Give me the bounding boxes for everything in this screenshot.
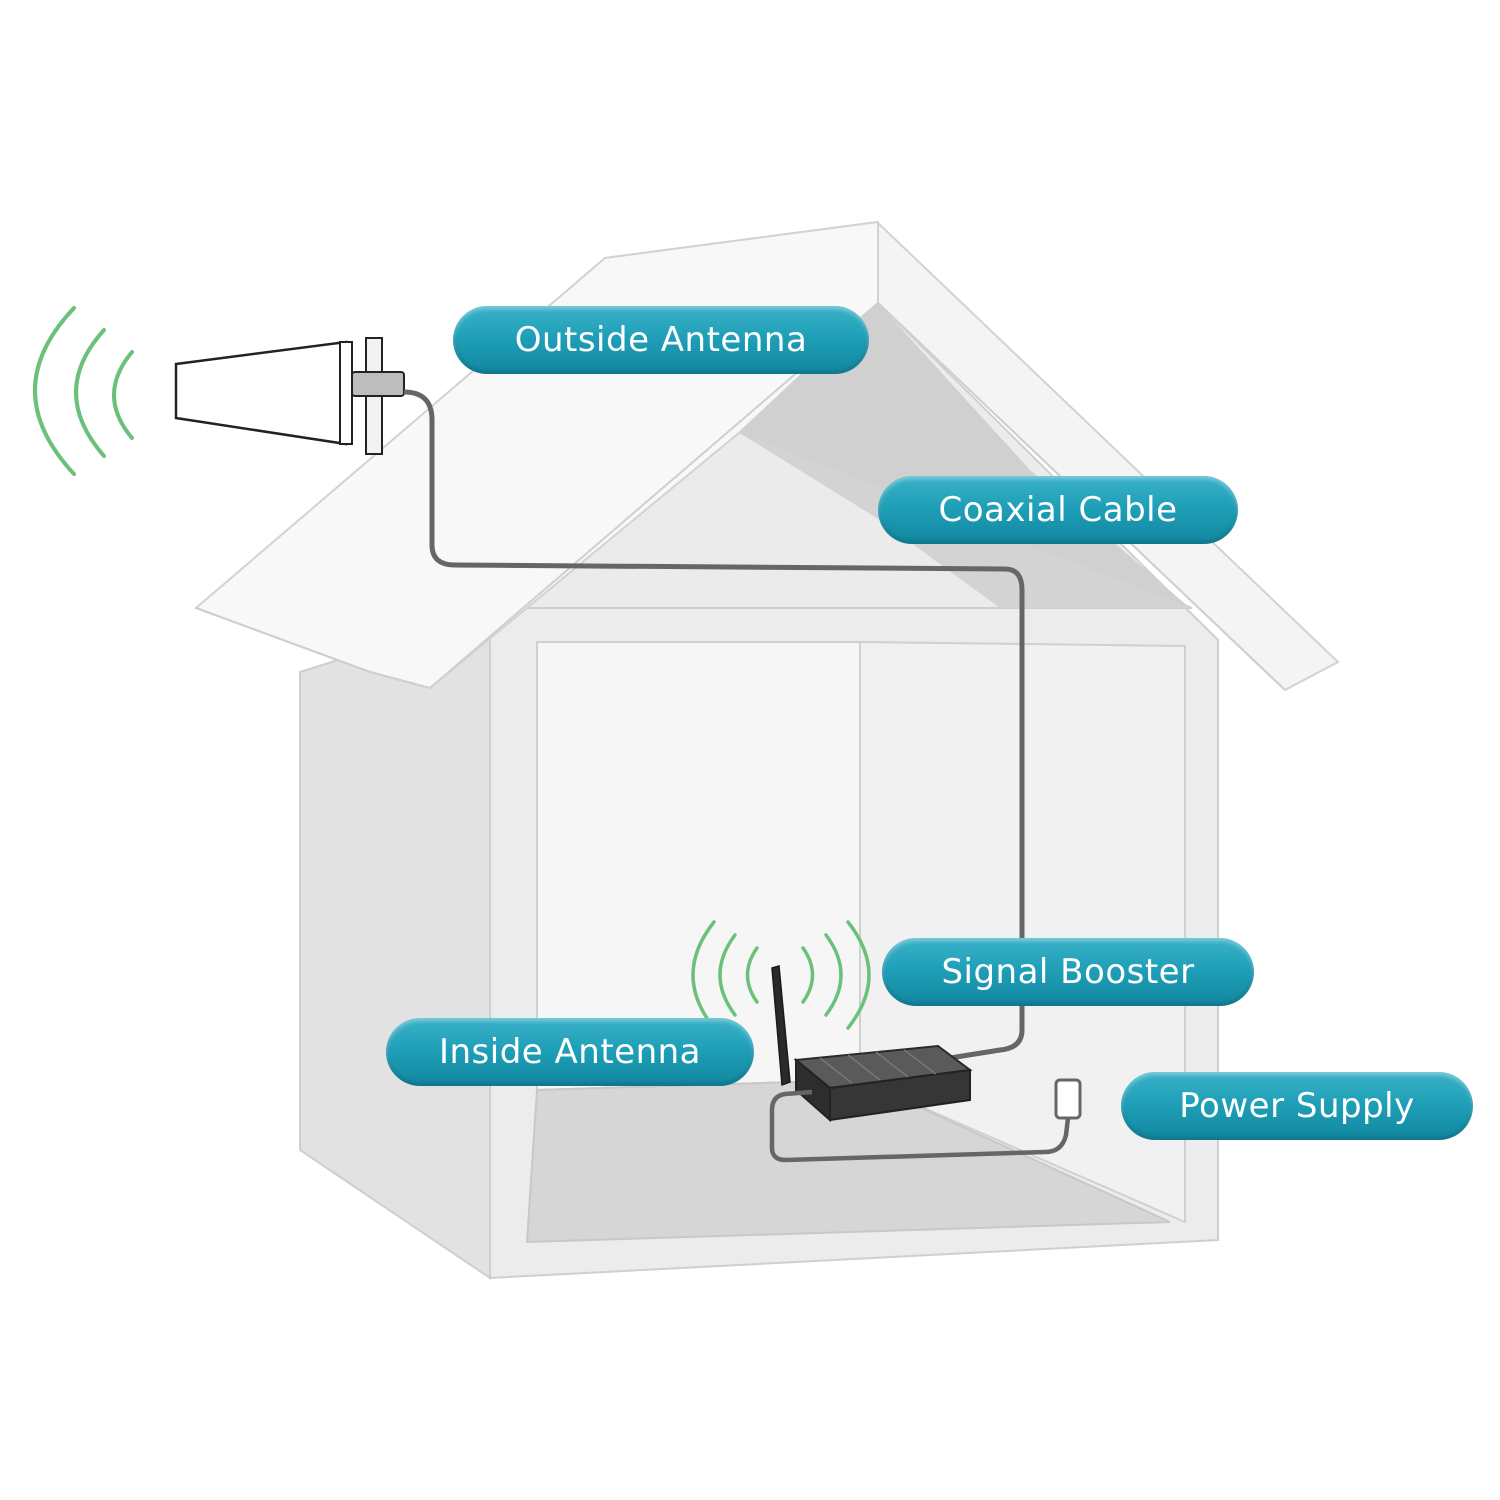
power-supply xyxy=(769,1078,1082,1163)
house-wall-front xyxy=(299,610,491,1280)
label-signal-booster: Signal Booster xyxy=(882,938,1254,1006)
outside-signal-waves xyxy=(33,306,134,476)
outside-antenna xyxy=(174,337,405,455)
room-floor xyxy=(525,1078,1171,1244)
roof-edge xyxy=(195,301,1286,691)
label-power-supply: Power Supply xyxy=(1121,1072,1473,1140)
label-coaxial-cable: Coaxial Cable xyxy=(878,476,1238,544)
signal-booster xyxy=(771,965,973,1123)
coaxial-cable xyxy=(403,389,1025,1061)
label-inside-antenna: Inside Antenna xyxy=(386,1018,754,1086)
label-outside-antenna: Outside Antenna xyxy=(453,306,869,374)
inside-signal-waves xyxy=(691,920,871,1030)
